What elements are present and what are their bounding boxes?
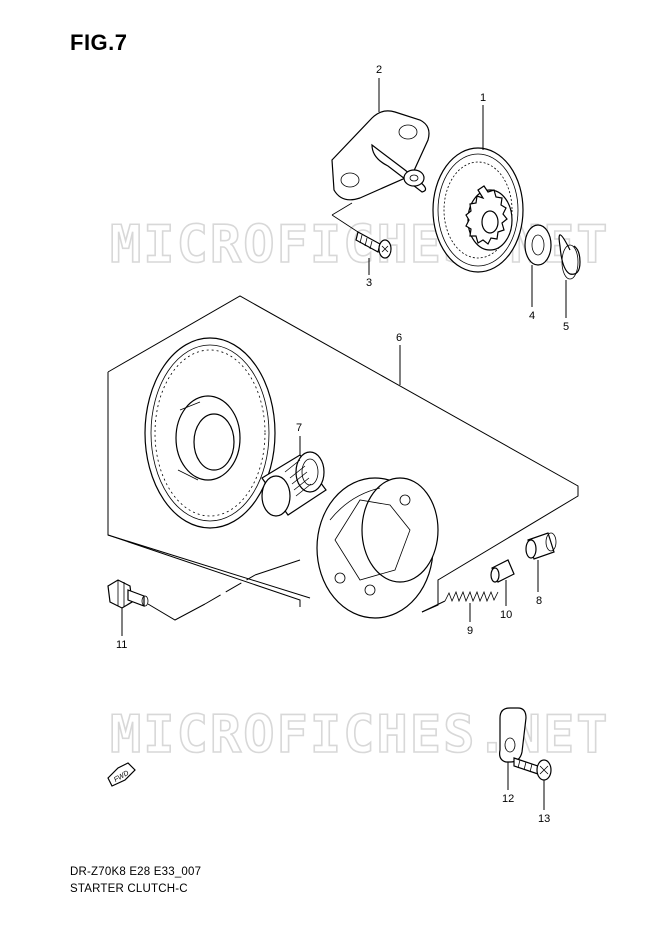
part-2-bracket xyxy=(331,110,430,233)
forward-arrow-icon: FWD xyxy=(107,762,136,787)
part-6-assembly-outline xyxy=(107,295,579,621)
part-9-spring xyxy=(421,590,499,613)
part-10-plunger xyxy=(490,559,515,583)
callout-5: 5 xyxy=(563,321,569,333)
part-11-bolt xyxy=(107,579,149,609)
figure-title: FIG.7 xyxy=(70,30,128,55)
part-13-screw xyxy=(513,757,552,781)
callout-9: 9 xyxy=(467,625,473,637)
callout-11: 11 xyxy=(116,639,127,651)
part-4-washer xyxy=(524,224,552,266)
part-3-screw xyxy=(355,231,392,259)
callout-8: 8 xyxy=(536,595,542,607)
part-6-large-gear xyxy=(144,337,276,529)
callout-3: 3 xyxy=(366,277,372,289)
watermark-bottom: MICROFICHES.NET xyxy=(110,705,610,765)
part-1-driven-gear xyxy=(432,147,524,273)
part-5-circlip xyxy=(558,234,581,280)
leader-lines xyxy=(121,78,567,810)
part-7-bearing xyxy=(261,436,327,517)
part-12-plate xyxy=(499,707,527,763)
callout-6: 6 xyxy=(396,332,402,344)
callout-4: 4 xyxy=(529,310,535,322)
part-6-clutch-housing xyxy=(316,477,439,619)
callout-12: 12 xyxy=(502,793,514,805)
callout-13: 13 xyxy=(538,813,550,825)
callout-7: 7 xyxy=(296,422,302,434)
part-8-roller xyxy=(525,532,557,560)
figure-name: STARTER CLUTCH-C xyxy=(70,883,188,895)
callout-10: 10 xyxy=(500,609,512,621)
callout-2: 2 xyxy=(376,64,382,76)
figure-code: DR-Z70K8 E28 E33_007 xyxy=(70,866,202,878)
callout-1: 1 xyxy=(480,92,486,104)
